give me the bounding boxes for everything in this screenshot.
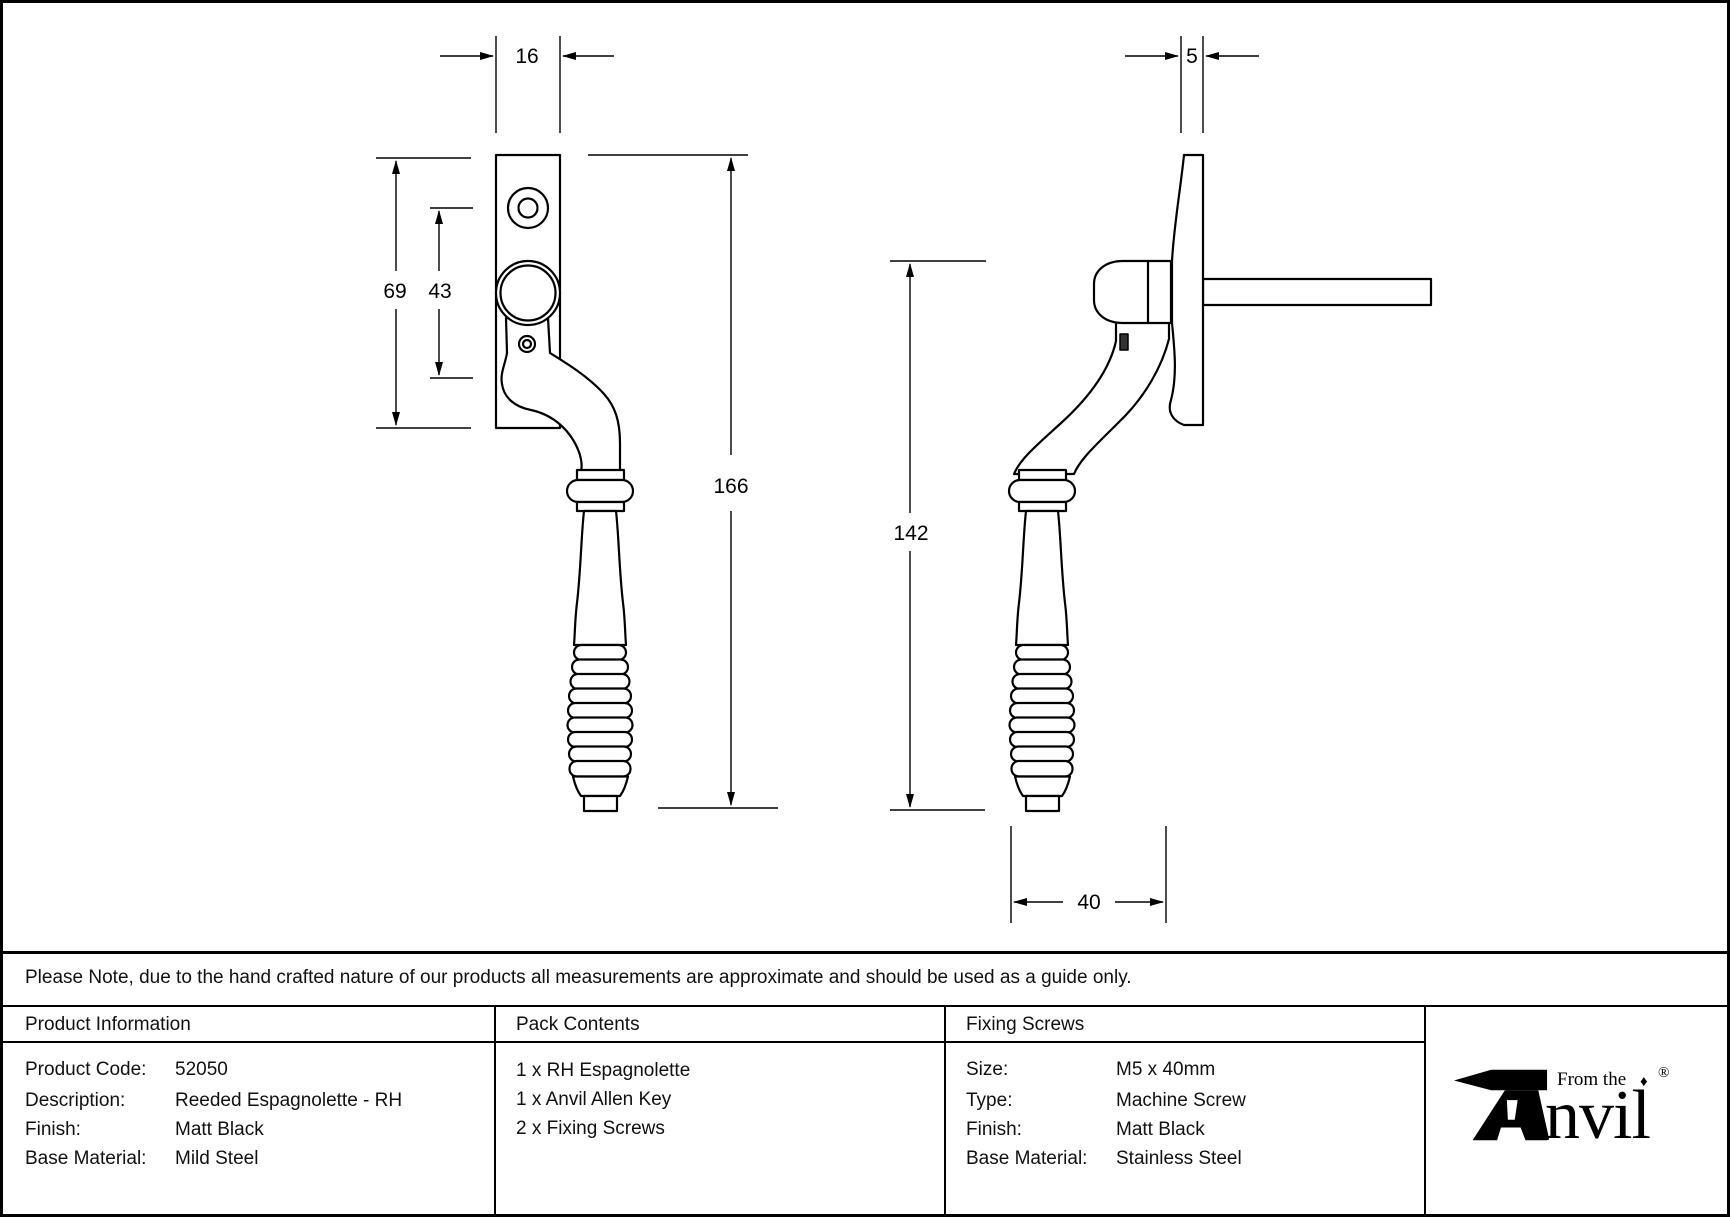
screw-hole-lower: [517, 334, 537, 354]
spec-value: Stainless Steel: [1116, 1148, 1242, 1169]
spec-label: Type:: [966, 1090, 1013, 1111]
header-product-information: Product Information: [25, 1014, 191, 1035]
dim-label-overall-length: 166: [713, 475, 748, 498]
dim-label-hole-spacing: 43: [428, 280, 451, 303]
pack-item: 1 x Anvil Allen Key: [516, 1089, 672, 1110]
dim-label-plate-length: 69: [383, 280, 406, 303]
diamond-icon: ♦: [1640, 1073, 1648, 1090]
header-pack-contents: Pack Contents: [516, 1014, 640, 1035]
screw-hole-top: [506, 186, 550, 230]
note-row-top-border: [3, 951, 1727, 954]
registered-trademark: ®: [1658, 1065, 1670, 1081]
spec-value: M5 x 40mm: [1116, 1059, 1216, 1080]
reeded-grip-front: [566, 643, 634, 778]
column-divider-1: [494, 1005, 496, 1214]
handle-neck-side: [1012, 319, 1171, 476]
reeded-grip-side: [1008, 643, 1076, 778]
logo-brand-text: nvil: [1545, 1077, 1651, 1154]
spec-value: Machine Screw: [1116, 1090, 1246, 1111]
handle-shaft-side: [1014, 509, 1070, 647]
dim-label-projection: 40: [1077, 891, 1100, 914]
spec-label: Description:: [25, 1090, 126, 1111]
header-fixing-screws: Fixing Screws: [966, 1014, 1085, 1035]
side-view: [1007, 153, 1433, 813]
backplate-side: [1168, 153, 1205, 427]
spec-label: Finish:: [966, 1119, 1022, 1140]
handle-shaft-front: [572, 509, 628, 647]
front-view: [494, 153, 635, 813]
spec-label: Product Code:: [25, 1059, 147, 1080]
spec-value: 52050: [175, 1059, 228, 1080]
header-bottom-border: [3, 1041, 1424, 1043]
spec-value: Mild Steel: [175, 1148, 259, 1169]
spec-label: Base Material:: [25, 1148, 147, 1169]
pack-item: 1 x RH Espagnolette: [516, 1060, 691, 1081]
logo-tagline: From the: [1557, 1069, 1627, 1090]
table-top-border: [3, 1005, 1727, 1007]
grub-screw: [1119, 333, 1129, 351]
column-divider-3: [1424, 1005, 1426, 1214]
spec-label: Finish:: [25, 1119, 81, 1140]
spindle: [1201, 277, 1433, 307]
spec-label: Base Material:: [966, 1148, 1088, 1169]
dim-label-side-length: 142: [893, 522, 928, 545]
spec-value: Matt Black: [1116, 1119, 1205, 1140]
technical-drawing: 16 69 43 166 5 142 40: [376, 36, 1433, 923]
spec-value: Matt Black: [175, 1119, 264, 1140]
knob-front: [494, 259, 562, 327]
dimension-lines: [376, 36, 1259, 923]
spec-value: Reeded Espagnolette - RH: [175, 1090, 403, 1111]
column-divider-2: [944, 1005, 946, 1214]
handle-neck-front: [500, 316, 622, 476]
dim-label-plate-thickness: 5: [1186, 45, 1198, 68]
pack-item: 2 x Fixing Screws: [516, 1118, 665, 1139]
measurement-note: Please Note, due to the hand crafted nat…: [25, 967, 1132, 988]
anvil-icon: [1453, 1069, 1550, 1141]
spec-label: Size:: [966, 1059, 1009, 1080]
dim-label-plate-width: 16: [515, 45, 538, 68]
knob-side: [1092, 259, 1173, 325]
